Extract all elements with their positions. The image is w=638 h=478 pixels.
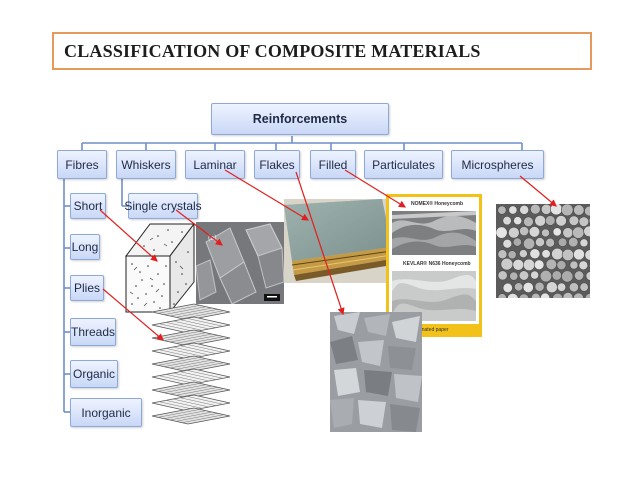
arrow-microspheres bbox=[519, 175, 557, 207]
category-flakes: Flakes bbox=[254, 150, 300, 179]
category-label: Flakes bbox=[259, 157, 295, 172]
category-fibres: Fibres bbox=[57, 150, 107, 179]
single-crystal-whisker-image: (a) bbox=[196, 222, 284, 304]
short-fibre-cube-image bbox=[125, 222, 195, 314]
category-label: Fibres bbox=[65, 157, 99, 172]
category-label: Filled bbox=[318, 157, 348, 172]
arrow-laminar bbox=[224, 169, 310, 221]
honeycomb-top-caption: NOMEX® Honeycomb bbox=[411, 201, 464, 207]
category-label: Microspheres bbox=[461, 157, 534, 172]
whisker-label: Single crystals bbox=[124, 199, 202, 213]
arrow-plies bbox=[102, 288, 164, 341]
whisker-single-crystals: Single crystals bbox=[124, 193, 202, 219]
category-particulates: Particulates bbox=[364, 150, 443, 179]
page-title: CLASSIFICATION OF COMPOSITE MATERIALS bbox=[64, 41, 481, 61]
fibre-inorganic: Inorganic bbox=[70, 398, 142, 427]
fibre-label: Plies bbox=[73, 281, 100, 295]
svg-text:(a): (a) bbox=[208, 235, 217, 242]
category-whiskers: Whiskers bbox=[116, 150, 176, 179]
fibre-organic: Organic bbox=[70, 360, 118, 388]
fibre-label: Organic bbox=[72, 367, 116, 381]
laminar-panel-image bbox=[284, 199, 392, 283]
arrow-filled bbox=[344, 169, 407, 208]
plies-stack-image bbox=[151, 303, 231, 425]
fibre-long: Long bbox=[70, 234, 100, 260]
root-node-reinforcements: Reinforcements bbox=[211, 103, 389, 135]
category-filled: Filled bbox=[310, 150, 356, 179]
category-label: Particulates bbox=[372, 157, 435, 172]
fibre-plies: Plies bbox=[70, 275, 104, 301]
arrow-short bbox=[99, 209, 158, 262]
fibre-label: Threads bbox=[70, 325, 116, 339]
category-microspheres: Microspheres bbox=[451, 150, 544, 179]
microspheres-image bbox=[496, 204, 590, 298]
fibre-label: Long bbox=[71, 240, 99, 254]
root-label: Reinforcements bbox=[252, 112, 348, 126]
fibre-short: Short bbox=[70, 193, 106, 219]
category-laminar: Laminar bbox=[185, 150, 245, 179]
arrow-single-crystals bbox=[175, 209, 223, 246]
flakes-image bbox=[330, 312, 422, 432]
honeycomb-mid-caption: KEVLAR® N636 Honeycomb bbox=[403, 261, 471, 267]
fibre-label: Short bbox=[73, 199, 103, 213]
fibre-threads: Threads bbox=[70, 318, 116, 346]
title-box: CLASSIFICATION OF COMPOSITE MATERIALS bbox=[52, 32, 592, 70]
arrow-flakes bbox=[295, 171, 345, 316]
category-label: Laminar bbox=[193, 157, 237, 172]
fibre-label: Inorganic bbox=[81, 405, 131, 420]
category-label: Whiskers bbox=[121, 157, 171, 172]
